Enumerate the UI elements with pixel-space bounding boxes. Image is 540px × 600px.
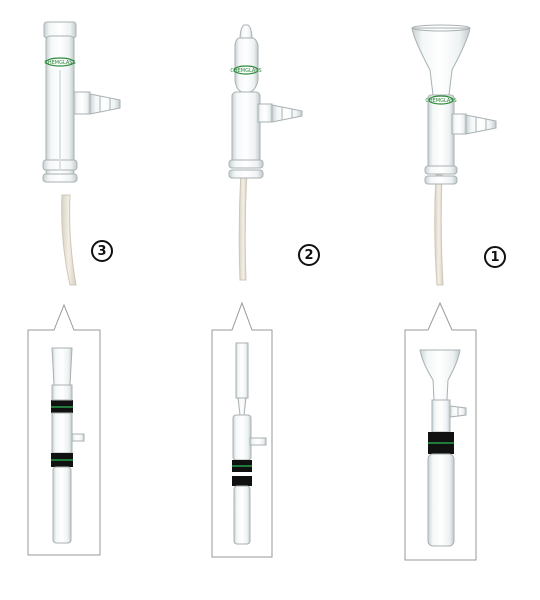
detail-frame-1: [404, 301, 477, 561]
detail-frame-2: [211, 301, 273, 558]
svg-text:CHEMGLASS: CHEMGLASS: [44, 60, 75, 66]
detail-frame-3: [27, 303, 101, 556]
svg-text:CHEMGLASS: CHEMGLASS: [425, 98, 456, 104]
label-1: 1: [484, 246, 506, 268]
adapter-2-photo: CHEMGLASS: [228, 24, 303, 281]
adapter-3-photo: CHEMGLASS: [42, 21, 121, 286]
svg-text:CHEMGLASS: CHEMGLASS: [230, 68, 261, 74]
label-3: 3: [91, 240, 113, 262]
label-2: 2: [298, 244, 320, 266]
adapter-1-photo: CHEMGLASS: [411, 24, 497, 286]
